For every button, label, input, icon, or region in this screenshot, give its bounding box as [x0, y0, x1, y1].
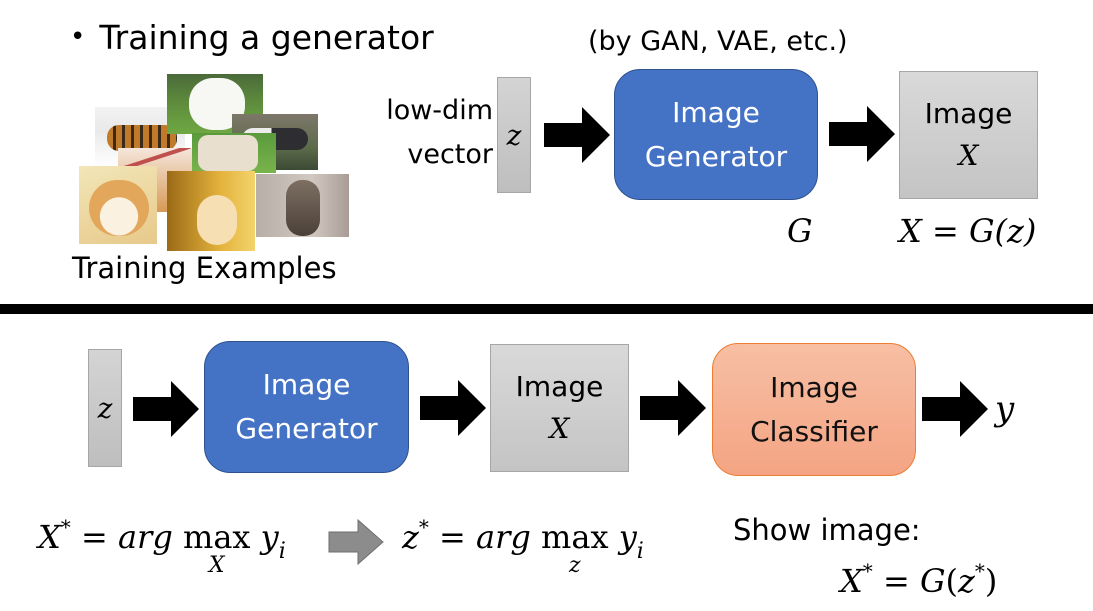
generator-symbol: G [787, 212, 813, 250]
image-generator-box: Image Generator [204, 341, 409, 473]
arrow-right-icon [544, 107, 610, 163]
generated-image-box: Image X [490, 344, 629, 472]
training-image-wolf [256, 174, 349, 237]
generated-image-box: Image X [899, 71, 1038, 199]
classifier-output-y: y [995, 389, 1015, 429]
training-image-alpaca [192, 133, 276, 173]
implies-arrow-icon [328, 519, 384, 565]
section-title: •Training a generator [70, 18, 434, 57]
show-image-equation: X* = G(z*) [840, 559, 998, 600]
arrow-right-icon [922, 381, 988, 437]
training-image-shiba [79, 166, 157, 244]
arrow-right-icon [133, 381, 199, 437]
training-examples-caption: Training Examples [72, 251, 337, 285]
show-image-label: Show image: [733, 513, 921, 547]
latent-vector-z: z [497, 77, 531, 193]
arrow-right-icon [640, 380, 706, 436]
low-dim-vector-label: low-dim vector [386, 95, 493, 170]
section-divider [0, 304, 1093, 314]
arrow-right-icon [829, 106, 895, 162]
bullet-icon: • [70, 22, 86, 52]
image-generator-box: Image Generator [614, 69, 818, 200]
training-image-kitten [167, 171, 255, 251]
arrow-right-icon [420, 380, 486, 436]
generator-equation: X = G(z) [899, 212, 1037, 250]
latent-vector-z: z [88, 349, 122, 467]
method-note: (by GAN, VAE, etc.) [588, 26, 848, 57]
image-classifier-box: Image Classifier [712, 343, 916, 476]
